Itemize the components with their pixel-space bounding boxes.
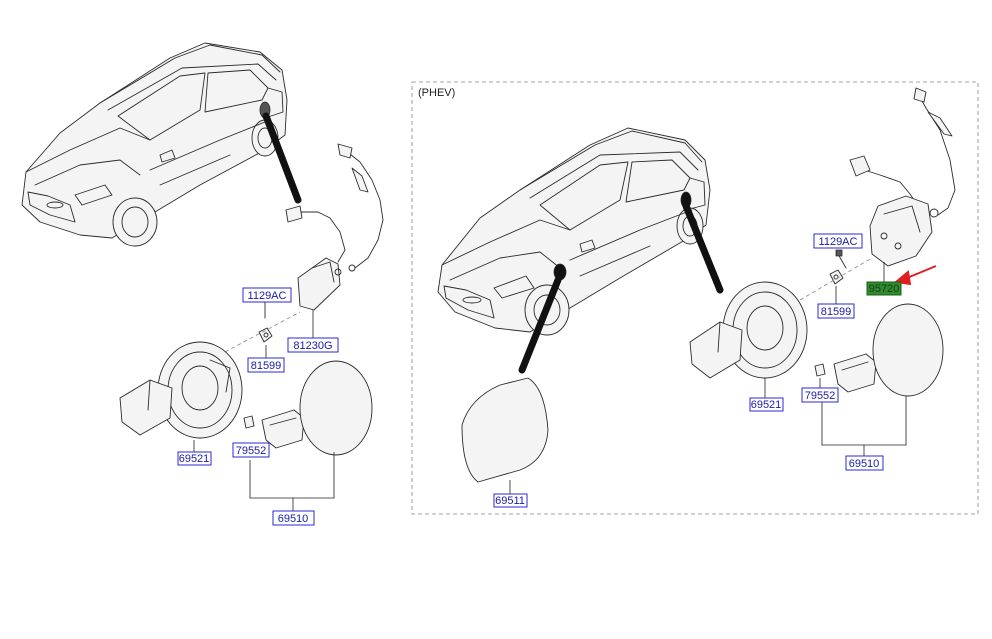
svg-text:95720: 95720: [869, 283, 900, 295]
svg-text:69521: 69521: [179, 453, 210, 465]
phev-section-label: (PHEV): [418, 87, 455, 99]
svg-text:1129AC: 1129AC: [819, 236, 858, 248]
svg-text:69510: 69510: [849, 458, 880, 470]
label-right-95720[interactable]: 95720: [866, 281, 902, 296]
right-actuator-95720: [849, 87, 956, 267]
right-car-illustration: [437, 127, 711, 336]
left-housing-69521: [119, 341, 243, 439]
left-nut-81599: [258, 327, 273, 343]
label-left-69510[interactable]: 69510: [272, 510, 315, 526]
left-fuel-door: [299, 360, 373, 456]
label-left-1129AC[interactable]: 1129AC: [242, 287, 292, 303]
highlight-arrow: [893, 265, 937, 286]
svg-text:81599: 81599: [821, 306, 852, 318]
right-callout-line-upper: [682, 202, 724, 294]
svg-text:79552: 79552: [236, 445, 267, 457]
svg-text:69510: 69510: [278, 513, 309, 525]
left-actuator-assembly: [285, 143, 384, 311]
label-left-69521[interactable]: 69521: [177, 451, 212, 466]
right-callout-line-lower: [518, 276, 562, 374]
right-housing-69521: [689, 281, 808, 379]
left-car-illustration: [21, 42, 288, 247]
label-right-81599[interactable]: 81599: [817, 303, 855, 319]
label-right-69511[interactable]: 69511: [493, 493, 528, 508]
right-bolt-1129AC: [835, 249, 847, 269]
label-right-1129AC[interactable]: 1129AC: [813, 233, 863, 249]
label-left-79552[interactable]: 79552: [232, 442, 270, 458]
label-left-81230G[interactable]: 81230G: [287, 337, 339, 353]
phev-section-frame: [411, 81, 979, 515]
svg-text:69511: 69511: [495, 495, 525, 507]
label-right-69521[interactable]: 69521: [749, 397, 784, 412]
label-left-81599[interactable]: 81599: [247, 357, 285, 373]
label-right-79552[interactable]: 79552: [801, 387, 839, 403]
svg-text:81599: 81599: [251, 360, 282, 372]
svg-text:69521: 69521: [751, 399, 782, 411]
right-nut-81599: [829, 269, 844, 285]
svg-text:79552: 79552: [805, 390, 836, 402]
svg-text:81230G: 81230G: [293, 340, 332, 352]
right-hinge-79552: [814, 353, 877, 393]
svg-text:1129AC: 1129AC: [248, 290, 287, 302]
right-charge-door-69511: [461, 377, 549, 483]
left-callout-line: [262, 112, 302, 204]
label-right-69510[interactable]: 69510: [845, 455, 884, 471]
right-fuel-door: [872, 303, 944, 397]
left-hinge-79552: [243, 409, 305, 449]
